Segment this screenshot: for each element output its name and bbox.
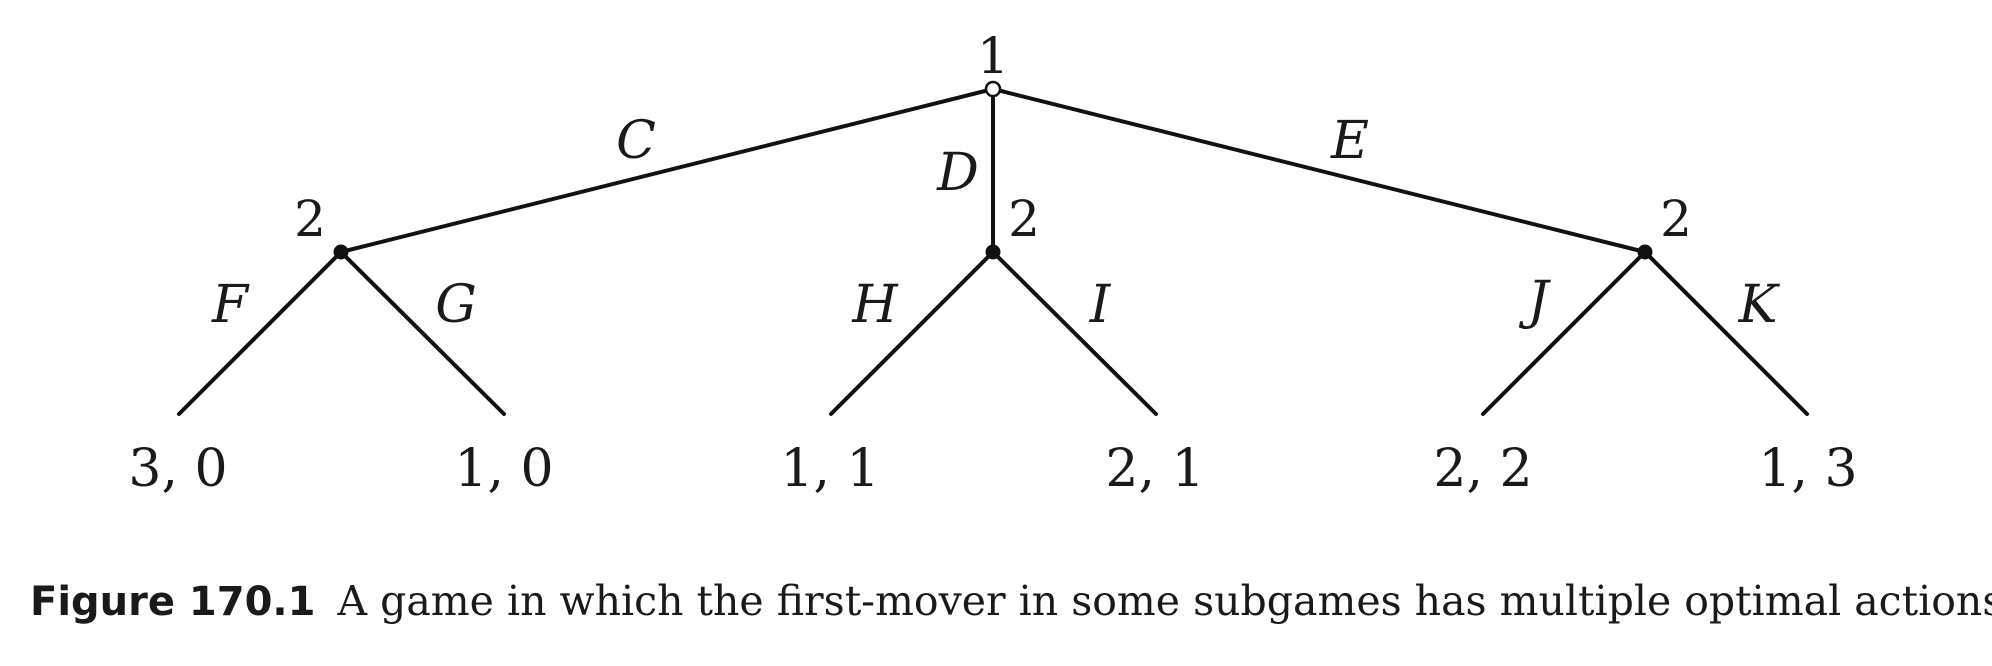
edge-i (991, 250, 1158, 416)
action-label-i: I (1089, 275, 1112, 335)
decision-node-middle (985, 244, 1001, 260)
payoff-g: 1, 0 (454, 439, 553, 499)
edge-g (339, 250, 506, 416)
action-label-d: D (936, 143, 979, 203)
edge-h (829, 250, 995, 416)
figure-caption: Figure 170.1 A game in which the first-mo… (30, 580, 1992, 623)
edge-e (991, 87, 1647, 254)
payoff-j: 2, 2 (1433, 439, 1532, 499)
action-label-k: K (1738, 275, 1781, 335)
root-node (984, 80, 1002, 98)
action-label-c: C (616, 111, 656, 171)
payoff-k: 1, 3 (1758, 439, 1857, 499)
middle-player-label: 2 (1008, 190, 1040, 248)
payoff-h: 1, 1 (780, 439, 879, 499)
payoff-i: 2, 1 (1105, 439, 1204, 499)
action-label-g: G (435, 275, 477, 335)
edge-c (339, 87, 995, 254)
action-label-f: F (211, 275, 250, 335)
decision-node-right (1637, 244, 1653, 260)
root-player-label: 1 (977, 27, 1009, 85)
left-player-label: 2 (294, 190, 326, 248)
action-label-h: H (851, 275, 899, 335)
right-player-label: 2 (1660, 190, 1692, 248)
edge-j (1481, 250, 1647, 416)
payoff-f: 3, 0 (128, 439, 227, 499)
figure-number: Figure 170.1 (30, 579, 316, 625)
figure-caption-text: A game in which the first-mover in some … (337, 577, 1992, 625)
edge-f (177, 250, 343, 416)
action-label-e: E (1330, 111, 1369, 171)
action-label-j: J (1519, 271, 1552, 331)
game-tree: 1 2 2 2 C D E F G H I J K 3, 0 1, 0 1, 1… (128, 27, 1857, 499)
edge-k (1643, 250, 1809, 416)
decision-node-left (333, 244, 349, 260)
